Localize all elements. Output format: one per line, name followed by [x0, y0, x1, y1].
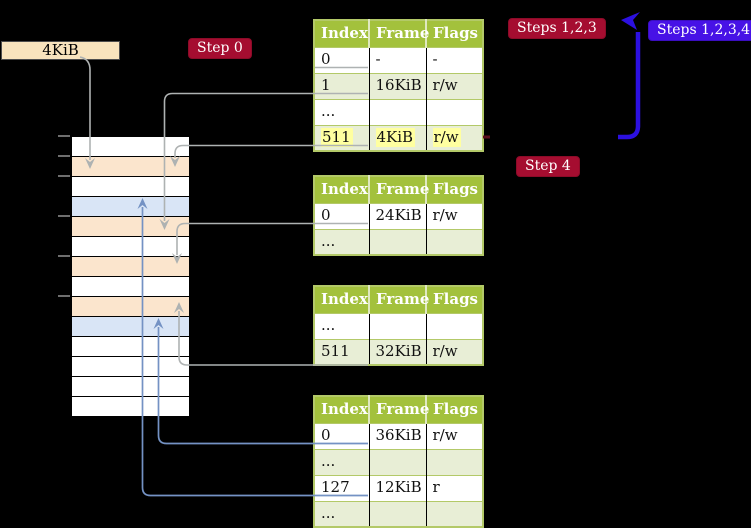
physical-memory-column [71, 136, 190, 417]
column-header: Flags [425, 20, 483, 47]
column-header: Frame [368, 396, 429, 423]
table-cell [368, 312, 426, 339]
table-cell: r/w [425, 202, 483, 229]
column-header: Index [314, 20, 369, 47]
table-cell: 0 [314, 202, 369, 229]
table-cell: r [425, 474, 483, 501]
table-cell [425, 448, 483, 475]
badge-steps-1234: Steps 1,2,3,4 [648, 20, 751, 41]
table-cell: r/w [425, 338, 483, 365]
memory-frame-row [72, 257, 189, 277]
table-row: ... [314, 448, 483, 475]
table-cell: - [368, 46, 426, 73]
table-cell: r/w [425, 124, 483, 151]
table-cell: 4KiB [368, 124, 426, 151]
arrowhead-left-icon [621, 12, 640, 30]
memory-frame-row [72, 137, 189, 157]
table-cell: 0 [314, 422, 369, 449]
table-row: ... [314, 98, 483, 125]
badge-step-0: Step 0 [188, 38, 252, 59]
memory-frame-row [72, 217, 189, 237]
table-cell: 511 [314, 124, 369, 151]
table-cell [425, 500, 483, 527]
address-tick [58, 135, 70, 137]
table-cell: 12KiB [368, 474, 426, 501]
column-header: Flags [425, 176, 483, 203]
memory-frame-row [72, 317, 189, 337]
column-header: Flags [425, 286, 483, 313]
table-row: ... [314, 312, 483, 339]
table-cell: 16KiB [368, 72, 426, 99]
table-cell: 32KiB [368, 338, 426, 365]
table-cell: 36KiB [368, 422, 426, 449]
table-row: 0-- [314, 46, 483, 73]
column-header: Index [314, 396, 369, 423]
column-header: Frame [368, 286, 429, 313]
memory-frame-row [72, 197, 189, 217]
badge-steps-123: Steps 1,2,3 [508, 18, 606, 39]
memory-frame-row [72, 337, 189, 357]
column-header: Index [314, 286, 369, 313]
table-cell: 24KiB [368, 202, 426, 229]
table-row: ... [314, 228, 483, 255]
memory-frame-row [72, 157, 189, 177]
address-tick [58, 215, 70, 217]
table-cell: 1 [314, 72, 369, 99]
column-header: Index [314, 176, 369, 203]
table-cell: ... [314, 448, 369, 475]
table-cell: r/w [425, 72, 483, 99]
memory-frame-row [72, 177, 189, 197]
table-cell [368, 500, 426, 527]
highlighted-value: 511 [321, 127, 353, 147]
table-cell [425, 228, 483, 255]
memory-frame-row [72, 277, 189, 297]
memory-frame-row [72, 377, 189, 397]
recursive-loop-arrow [618, 32, 641, 140]
table-cell [368, 448, 426, 475]
table-cell: ... [314, 500, 369, 527]
root-frame-label-box: 4KiB [1, 41, 120, 60]
address-tick [58, 175, 70, 177]
address-tick [58, 295, 70, 297]
highlighted-value: 4KiB [375, 127, 416, 147]
table-cell: ... [314, 98, 369, 125]
memory-frame-row [72, 297, 189, 317]
table-row: ... [314, 500, 483, 527]
memory-frame-row [72, 237, 189, 257]
column-header: Frame [368, 20, 429, 47]
memory-frame-row [72, 397, 189, 416]
table-cell [425, 98, 483, 125]
address-tick [58, 255, 70, 257]
table-cell: ... [314, 312, 369, 339]
table-cell: 127 [314, 474, 369, 501]
table-cell: 0 [314, 46, 369, 73]
table-cell: - [425, 46, 483, 73]
table-cell: r/w [425, 422, 483, 449]
table-row: 511 4KiB r/w [314, 124, 483, 151]
column-header: Flags [425, 396, 483, 423]
table-cell [368, 98, 426, 125]
table-cell: ... [314, 228, 369, 255]
memory-frame-row [72, 357, 189, 377]
column-header: Frame [368, 176, 429, 203]
table-cell [368, 228, 426, 255]
table-cell: 511 [314, 338, 369, 365]
address-tick [58, 155, 70, 157]
table-cell [425, 312, 483, 339]
badge-step-4: Step 4 [516, 156, 580, 177]
highlighted-value: r/w [432, 127, 461, 147]
